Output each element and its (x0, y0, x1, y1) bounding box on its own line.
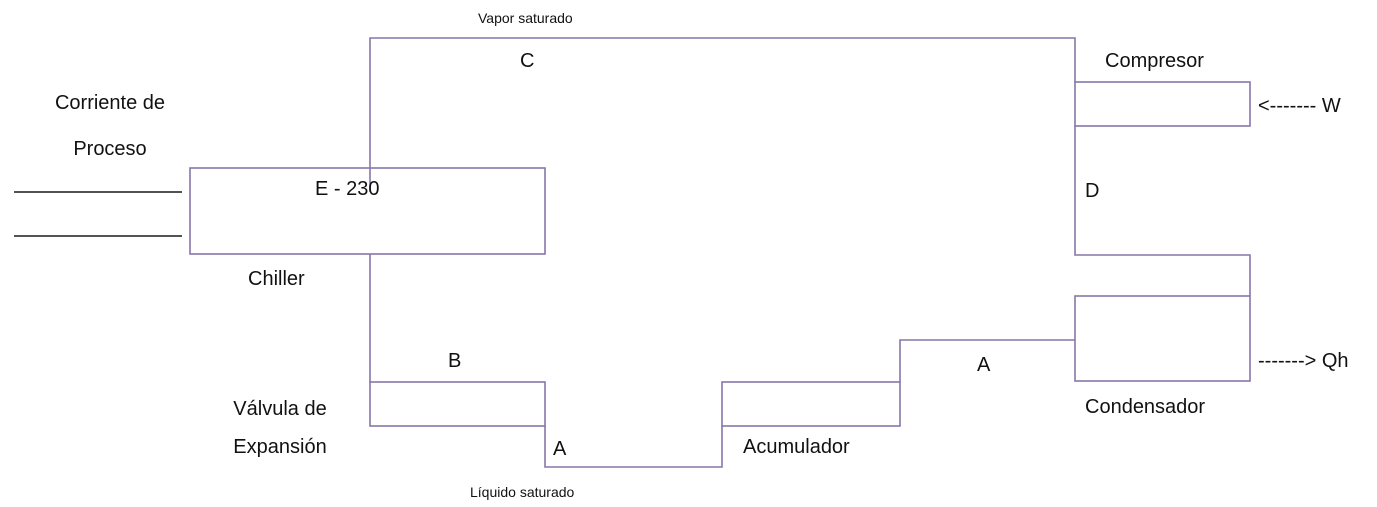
liquid-line-a (899, 339, 1075, 382)
point-c-label: C (520, 50, 535, 72)
liquido-saturado-label: Líquido saturado (470, 484, 575, 500)
acumulador-label: Acumulador (743, 436, 850, 458)
work-input-label: <------- W (1258, 95, 1341, 117)
compresor-label: Compresor (1105, 50, 1204, 72)
liquid-line-lower (544, 426, 723, 468)
valvula-label-2: Expansión (233, 436, 327, 458)
vapor-line (369, 37, 1076, 192)
accumulator-box (721, 381, 901, 427)
corriente-label-2: Proceso (73, 138, 147, 160)
discharge-line-d (1074, 126, 1251, 296)
corriente-label-1: Corriente de (54, 92, 166, 114)
condensador-label: Condensador (1085, 396, 1206, 418)
condenser-box (1074, 295, 1251, 382)
point-b-label: B (448, 350, 462, 372)
chiller-e230-box (189, 167, 546, 255)
point-a-low-label: A (553, 438, 567, 460)
heat-output-label: -------> Qh (1258, 350, 1349, 372)
valvula-label-1: Válvula de (233, 398, 327, 420)
e230-label: E - 230 (315, 178, 380, 200)
chiller-label: Chiller (248, 268, 305, 290)
vapor-saturado-label: Vapor saturado (478, 10, 573, 26)
point-d-label: D (1085, 180, 1100, 202)
point-a-high-label: A (977, 354, 991, 376)
compressor-box (1074, 81, 1251, 127)
expansion-valve-box (369, 381, 546, 427)
